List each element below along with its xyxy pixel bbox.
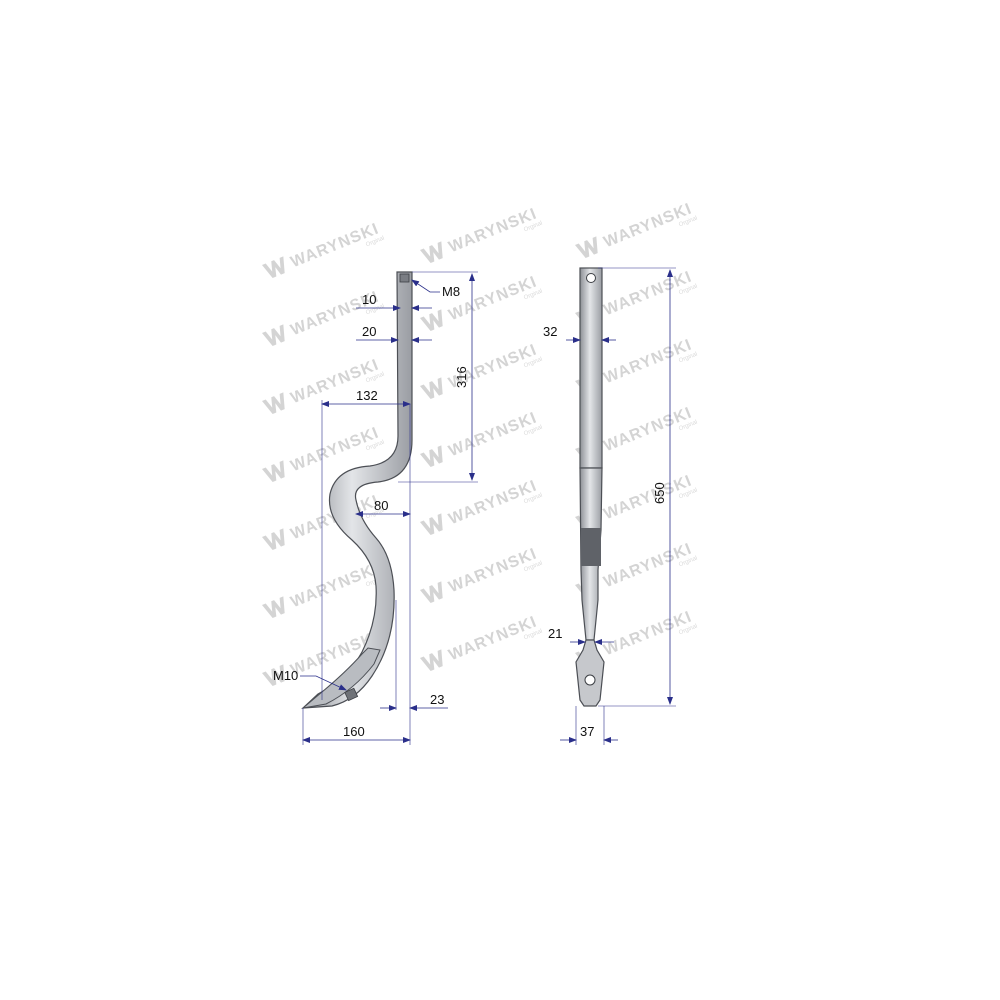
watermark-w-icon — [262, 528, 285, 550]
watermark-w-icon — [420, 377, 443, 399]
label-10: 10 — [362, 292, 376, 307]
tine-bar-front — [579, 267, 603, 469]
watermark-w-icon — [420, 513, 443, 535]
watermark-w-icon — [420, 581, 443, 603]
share-front — [575, 639, 605, 707]
label-32: 32 — [543, 324, 557, 339]
watermark-w-icon — [420, 241, 443, 263]
watermark-w-icon — [262, 664, 285, 686]
watermark-w-icon — [420, 309, 443, 331]
label-650: 650 — [652, 482, 667, 504]
label-80: 80 — [374, 498, 388, 513]
watermark-w-icon — [420, 649, 443, 671]
shadow-band — [581, 528, 601, 566]
left-view: M8 10 20 132 316 80 M10 23 160 — [273, 271, 478, 745]
label-21: 21 — [548, 626, 562, 641]
watermark-w-icon — [575, 236, 598, 258]
watermark-w-icon — [262, 460, 285, 482]
m10-bolt — [344, 687, 359, 702]
label-160: 160 — [343, 724, 365, 739]
label-132: 132 — [356, 388, 378, 403]
mounting-hole-bottom — [584, 674, 596, 686]
label-23: 23 — [430, 692, 444, 707]
label-m10: M10 — [273, 668, 298, 683]
m8-bolt — [399, 273, 410, 283]
watermark-w-icon — [420, 445, 443, 467]
label-20: 20 — [362, 324, 376, 339]
watermark-w-icon — [262, 596, 285, 618]
watermark-w-icon — [262, 324, 285, 346]
right-view: 32 650 21 37 — [543, 267, 676, 745]
label-m8: M8 — [442, 284, 460, 299]
label-316: 316 — [454, 366, 469, 388]
watermark-w-icon — [262, 392, 285, 414]
watermark-w-icon — [262, 256, 285, 278]
mounting-hole-top — [586, 273, 596, 283]
label-37: 37 — [580, 724, 594, 739]
tine-body-side — [301, 271, 413, 709]
